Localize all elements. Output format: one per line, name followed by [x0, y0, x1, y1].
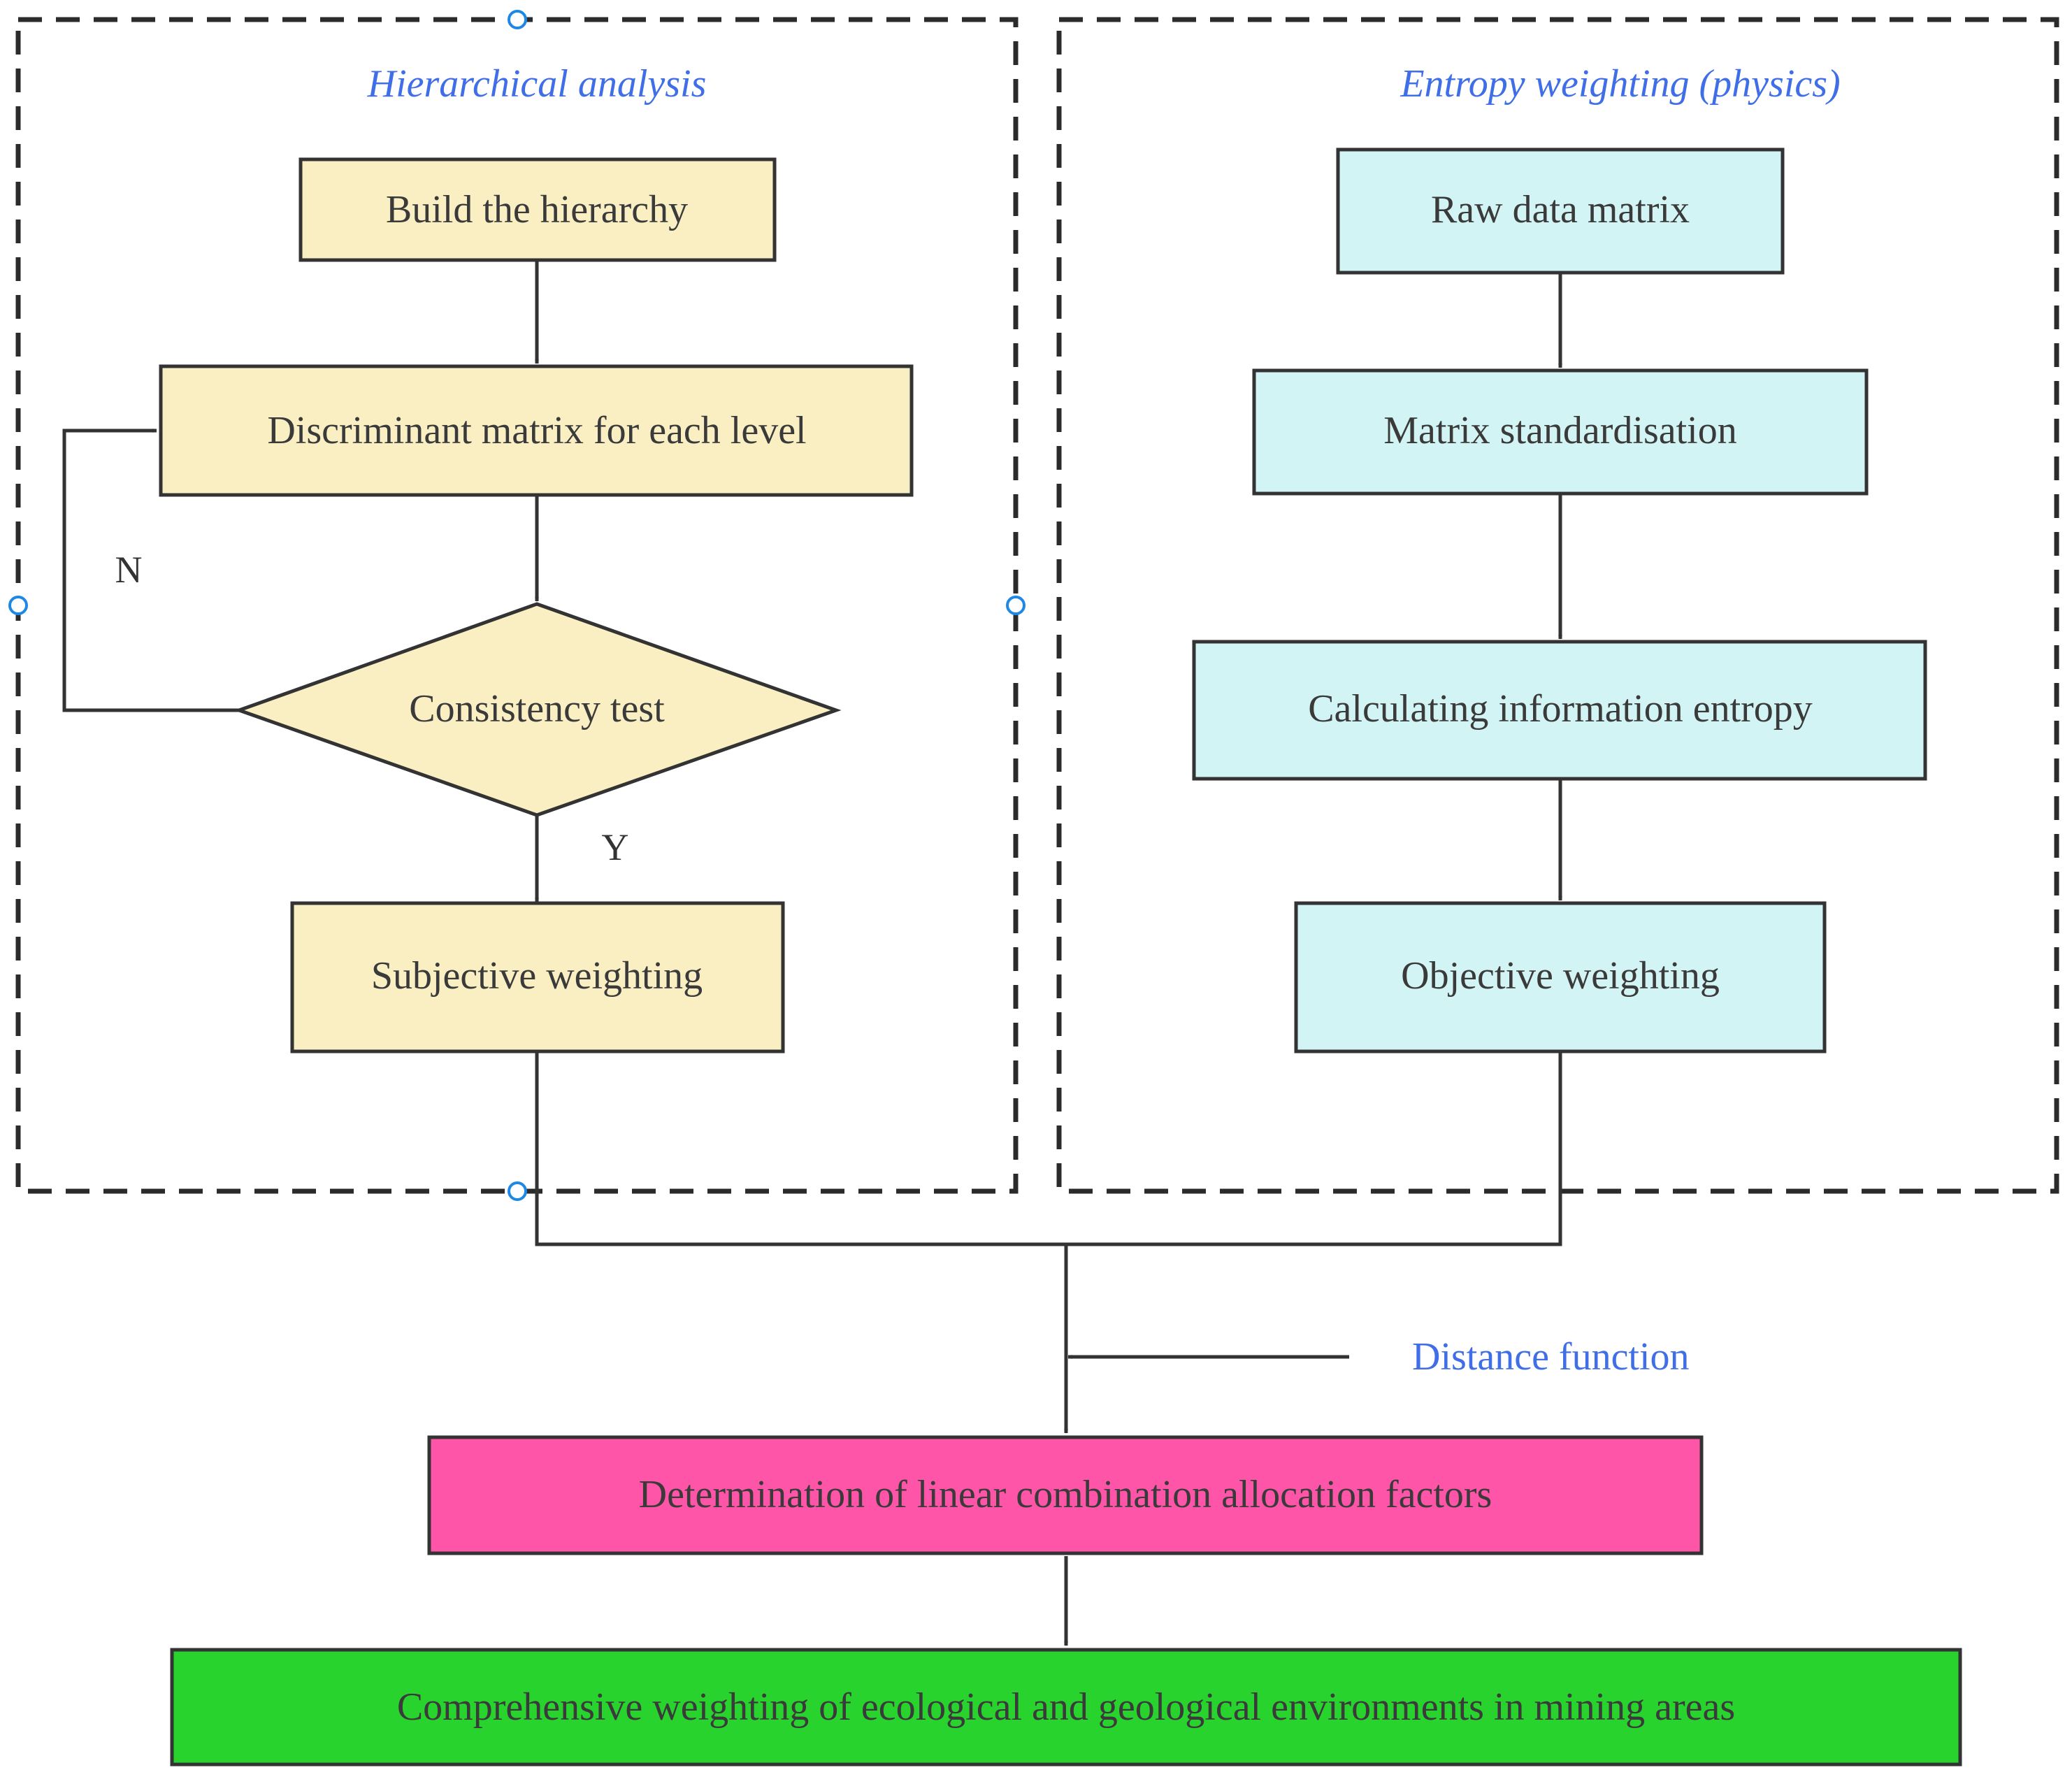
node-subjective-weighting-label: Subjective weighting: [371, 954, 703, 998]
entropy-group-title: Entropy weighting (physics): [1400, 62, 1840, 106]
node-build-hierarchy[interactable]: Build the hierarchy: [298, 157, 777, 262]
node-information-entropy[interactable]: Calculating information entropy: [1192, 640, 1927, 781]
entropy-group-frame: [1056, 17, 2059, 1194]
node-raw-data-matrix-label: Raw data matrix: [1431, 188, 1690, 231]
edge-label-yes: Y: [602, 826, 629, 868]
node-discriminant-matrix-label: Discriminant matrix for each level: [267, 409, 806, 452]
node-consistency-test[interactable]: Consistency test: [233, 602, 842, 817]
node-matrix-standardisation-label: Matrix standardisation: [1383, 409, 1736, 452]
node-raw-data-matrix[interactable]: Raw data matrix: [1336, 148, 1785, 275]
selection-handle-left[interactable]: [8, 596, 28, 615]
node-matrix-standardisation[interactable]: Matrix standardisation: [1252, 368, 1869, 496]
node-subjective-weighting[interactable]: Subjective weighting: [290, 901, 785, 1053]
node-build-hierarchy-label: Build the hierarchy: [386, 188, 688, 231]
edge-subjective-to-merge: [535, 1051, 1066, 1246]
edge-test-feedback-no: [62, 429, 239, 712]
edge-objective-to-merge: [1066, 1051, 1562, 1246]
edge-label-no: N: [115, 549, 143, 591]
selection-handle-bottom[interactable]: [508, 1181, 527, 1201]
distance-function-label: Distance function: [1412, 1335, 1690, 1379]
node-comprehensive-weighting-label: Comprehensive weighting of ecological an…: [397, 1685, 1735, 1729]
node-information-entropy-label: Calculating information entropy: [1308, 687, 1813, 731]
node-allocation-factors-label: Determination of linear combination allo…: [639, 1473, 1492, 1516]
ahp-group-title: Hierarchical analysis: [367, 62, 707, 106]
selection-handle-right[interactable]: [1006, 596, 1026, 615]
node-objective-weighting[interactable]: Objective weighting: [1294, 901, 1827, 1053]
node-consistency-test-label: Consistency test: [409, 687, 665, 731]
selection-handle-top[interactable]: [508, 10, 527, 29]
node-discriminant-matrix[interactable]: Discriminant matrix for each level: [159, 364, 914, 497]
node-objective-weighting-label: Objective weighting: [1401, 954, 1720, 998]
node-allocation-factors[interactable]: Determination of linear combination allo…: [427, 1435, 1704, 1555]
node-comprehensive-weighting[interactable]: Comprehensive weighting of ecological an…: [170, 1648, 1962, 1767]
